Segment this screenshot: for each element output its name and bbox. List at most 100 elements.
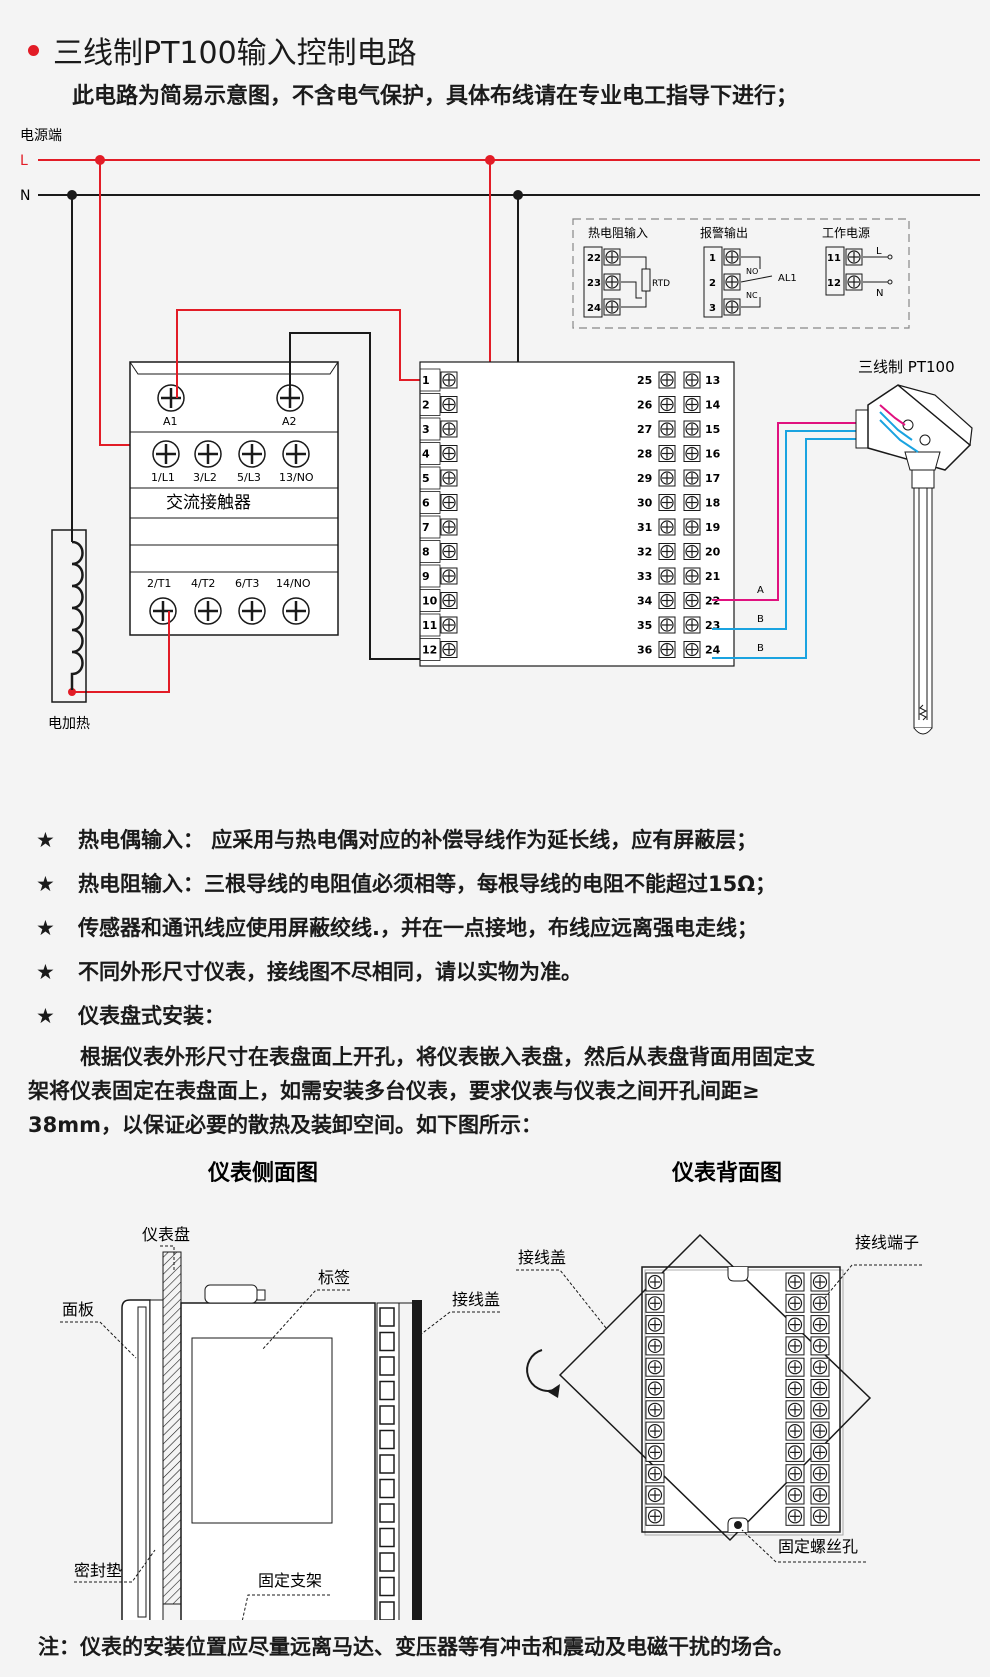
terminal-label-inner: 34 <box>637 595 653 608</box>
legend-power-t11: 11 <box>827 253 841 264</box>
legend-rtd: 22 23 24 RTD <box>583 246 670 318</box>
terminal-label-outer: 24 <box>705 644 721 657</box>
contactor-14NO: 14/NO <box>276 577 311 590</box>
contactor-2T1: 2/T1 <box>147 577 171 590</box>
note-item: ★ 热电阻输入：三根导线的电阻值必须相等，每根导线的电阻不能超过15Ω； <box>36 862 966 906</box>
terminal-label-left: 11 <box>422 619 437 632</box>
legend-alarm-t3: 3 <box>709 303 716 314</box>
legend-rtd-label: RTD <box>652 279 670 289</box>
terminal-label-outer: 18 <box>705 497 720 510</box>
contactor-A1: A1 <box>163 415 178 428</box>
terminal-label-left: 1 <box>422 374 430 387</box>
terminal-label-left: 8 <box>422 546 430 559</box>
star-icon: ★ <box>36 872 55 896</box>
terminal-label-inner: 30 <box>637 497 653 510</box>
terminal-label-outer: 16 <box>705 448 721 461</box>
note-text: 传感器和通讯线应使用屏蔽绞线.，并在一点接地，布线应远离强电走线； <box>78 916 758 940</box>
legend-alarm-title: 报警输出 <box>700 225 748 240</box>
contactor-3L2: 3/L2 <box>193 471 217 484</box>
legend-rtd-title: 热电阻输入 <box>588 225 648 240</box>
legend-alarm-no: NO <box>746 267 758 276</box>
footnote: 注：仪表的安装位置应尽量远离马达、变压器等有冲击和震动及电磁干扰的场合。 <box>38 1635 794 1659</box>
terminal-label-left: 10 <box>422 595 438 608</box>
page-subtitle: 此电路为简易示意图，不含电气保护，具体布线请在专业电工指导下进行； <box>72 84 799 109</box>
label-gasket: 密封垫 <box>74 1561 122 1580</box>
star-icon: ★ <box>36 828 55 852</box>
terminal-label-inner: 27 <box>637 423 652 436</box>
terminal-label-inner: 32 <box>637 546 652 559</box>
terminal-label-outer: 21 <box>705 570 720 583</box>
legend-alarm-t1: 1 <box>709 253 716 264</box>
legend-rtd-t23: 23 <box>587 278 601 289</box>
electric-heater: 电加热 <box>48 529 90 732</box>
note-text: 热电偶输入： 应采用与热电偶对应的补偿导线作为延长线，应有屏蔽层； <box>78 828 758 852</box>
terminal-label-inner: 35 <box>637 619 652 632</box>
label-tag: 标签 <box>318 1268 350 1287</box>
terminal-label-left: 2 <box>422 399 430 412</box>
terminal-label-left: 7 <box>422 521 430 534</box>
back-view: 仪表背面图 接线盖 接线端子 固定螺丝孔 <box>516 1161 922 1563</box>
terminal-label-left: 6 <box>422 497 430 510</box>
terminal-label-inner: 33 <box>637 570 652 583</box>
contactor-13NO: 13/NO <box>279 471 314 484</box>
contactor-name: 交流接触器 <box>166 493 251 513</box>
legend-power-t12: 12 <box>827 278 841 289</box>
label-panel: 仪表盘 <box>142 1225 190 1244</box>
terminal-label-inner: 25 <box>637 374 652 387</box>
label-back-cover: 接线盖 <box>518 1248 566 1267</box>
note-text: 仪表盘式安装： <box>78 1004 225 1028</box>
terminal-label-inner: 26 <box>637 399 653 412</box>
page-title: 三线制PT100输入控制电路 <box>28 28 417 72</box>
legend-rtd-t24: 24 <box>587 303 601 314</box>
wire-B1-label: B <box>757 614 764 625</box>
side-view: 仪表侧面图 仪表盘 面板 标签 接线盖 密封垫 固定支架 <box>60 1161 500 1620</box>
note-text: 热电阻输入：三根导线的电阻值必须相等，每根导线的电阻不能超过15Ω； <box>78 872 777 896</box>
terminal-label-outer: 17 <box>705 472 720 485</box>
terminal-label-outer: 19 <box>705 521 720 534</box>
power-source-label: 电源端 <box>20 128 62 144</box>
label-side-cover: 接线盖 <box>452 1290 500 1309</box>
terminal-label-inner: 28 <box>637 448 652 461</box>
terminal-label-outer: 15 <box>705 423 720 436</box>
page-title-text: 三线制PT100输入控制电路 <box>53 36 417 71</box>
legend-alarm: 1 2 3 NO NC AL1 <box>703 246 797 318</box>
sensor-label: 三线制 PT100 <box>858 358 955 376</box>
star-icon: ★ <box>36 916 55 940</box>
contactor-5L3: 5/L3 <box>237 471 261 484</box>
legend-alarm-nc: NC <box>746 291 758 300</box>
terminal-label-outer: 14 <box>705 399 721 412</box>
note-item: ★不同外形尺寸仪表，接线图不尽相同，请以实物为准。 <box>36 950 966 994</box>
label-screw-hole: 固定螺丝孔 <box>778 1537 858 1556</box>
star-icon: ★ <box>36 1004 55 1028</box>
notes-list: ★ 热电偶输入： 应采用与热电偶对应的补偿导线作为延长线，应有屏蔽层； ★ 热电阻输… <box>36 818 966 1038</box>
install-line-2: 架将仪表固定在表盘面上，如需安装多台仪表，要求仪表与仪表之间开孔间距≥ <box>28 1079 760 1103</box>
wiring-diagram: 电源端 L N 热电阻输入 报警输出 工作电源 22 23 24 RTD 1 2… <box>20 128 980 735</box>
install-line-1: 根据仪表外形尺寸在表盘面上开孔，将仪表嵌入表盘，然后从表盘背面用固定支 <box>80 1045 815 1069</box>
terminal-label-inner: 31 <box>637 521 652 534</box>
terminal-label-outer: 20 <box>705 546 721 559</box>
label-faceplate: 面板 <box>62 1300 94 1319</box>
contactor-A2: A2 <box>282 415 297 428</box>
terminal-label-outer: 23 <box>705 619 720 632</box>
note-item: ★ 仪表盘式安装： <box>36 994 966 1038</box>
wire-B2-label: B <box>757 643 764 654</box>
wire-A-label: A <box>757 585 764 596</box>
terminal-label-left: 12 <box>422 644 437 657</box>
note-item: ★ 热电偶输入： 应采用与热电偶对应的补偿导线作为延长线，应有屏蔽层； <box>36 818 966 862</box>
note-item: ★ 传感器和通讯线应使用屏蔽绞线.，并在一点接地，布线应远离强电走线； <box>36 906 966 950</box>
line-N-label: N <box>20 188 30 204</box>
contactor-6T3: 6/T3 <box>235 577 259 590</box>
bullet-dot-icon <box>28 45 39 56</box>
pt100-sensor: 三线制 PT100 <box>855 358 973 735</box>
back-view-title: 仪表背面图 <box>671 1161 782 1186</box>
terminal-label-left: 9 <box>422 570 430 583</box>
terminal-label-left: 3 <box>422 423 430 436</box>
heater-label: 电加热 <box>48 716 90 732</box>
contactor-1L1: 1/L1 <box>151 471 175 484</box>
legend-alarm-t2: 2 <box>709 278 716 289</box>
terminal-label-inner: 29 <box>637 472 652 485</box>
legend-power-N: N <box>876 288 883 299</box>
label-bracket: 固定支架 <box>258 1571 322 1590</box>
note-text: 不同外形尺寸仪表，接线图不尽相同，请以实物为准。 <box>78 960 582 984</box>
legend-power-title: 工作电源 <box>822 226 870 240</box>
